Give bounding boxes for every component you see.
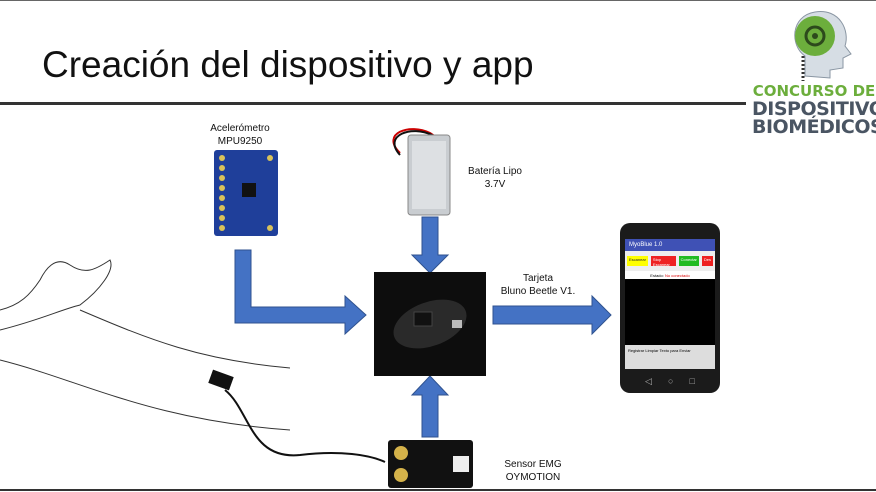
logo-head-icon — [794, 11, 852, 81]
emg-sensor-image — [388, 440, 473, 488]
battery-image — [392, 128, 451, 216]
app-status: Estado: No conectado — [625, 271, 715, 279]
logo-line1: CONCURSO DE — [752, 82, 876, 100]
accelerometer-title: Acelerómetro — [210, 123, 270, 134]
disconnect-button: Des — [701, 256, 713, 266]
battery-title: Batería Lipo — [468, 166, 522, 177]
top-border — [0, 0, 876, 1]
battery-voltage: 3.7V — [484, 179, 506, 190]
back-icon: ◁ — [645, 376, 652, 386]
status-label: Estado: — [650, 273, 664, 278]
bluno-board-image — [374, 272, 486, 376]
slide-title: Creación del dispositivo y app — [42, 44, 534, 85]
stop-scan-button: Stop Escanear — [650, 256, 676, 267]
logo-line3: BIOMÉDICOS — [752, 116, 876, 138]
phone-app-screenshot: MyoBlue 1.0 Escanear Stop Escanear Conec… — [620, 223, 720, 393]
bottom-border — [0, 489, 876, 491]
clear-button: Limpiar — [645, 348, 659, 353]
app-button-row: Escanear Stop Escanear Conectar Des — [625, 251, 715, 271]
arrow-board-to-phone — [492, 294, 612, 336]
board-label: Tarjeta Bluno Beetle V1. — [488, 272, 588, 298]
arrow-battery-to-board — [410, 216, 450, 274]
accelerometer-board-image — [214, 150, 278, 236]
accelerometer-label: Acelerómetro MPU9250 — [200, 122, 280, 148]
title-divider — [0, 102, 746, 105]
register-button: Registrar — [628, 348, 645, 353]
scan-button: Escanear — [627, 256, 648, 266]
board-title: Tarjeta — [522, 273, 553, 284]
battery-label: Batería Lipo 3.7V — [460, 165, 530, 191]
app-screen: MyoBlue 1.0 Escanear Stop Escanear Conec… — [625, 239, 715, 369]
app-title: MyoBlue 1.0 — [625, 239, 715, 251]
arrow-sensor-to-board — [410, 375, 450, 438]
send-text-field: Texto para Enviar — [659, 348, 691, 353]
logo-text: CONCURSO DE DISPOSITIVOS BIOMÉDICOS — [752, 82, 876, 138]
connect-button: Conectar — [678, 256, 699, 266]
status-value: No conectado — [665, 273, 690, 278]
sensor-label: Sensor EMG OYMOTION — [504, 459, 562, 483]
arm-sketch-image — [0, 259, 386, 463]
accelerometer-model: MPU9250 — [217, 136, 263, 147]
app-bottom-controls: Registrar Limpiar Texto para Enviar — [625, 345, 715, 369]
recents-icon: □ — [689, 376, 695, 386]
board-model: Bluno Beetle V1. — [500, 286, 576, 297]
android-nav-bar: ◁ ○ □ — [645, 376, 695, 387]
home-icon: ○ — [668, 376, 674, 386]
arrow-accelerometer-to-board — [234, 249, 367, 336]
logo-line2: DISPOSITIVOS — [752, 98, 876, 120]
